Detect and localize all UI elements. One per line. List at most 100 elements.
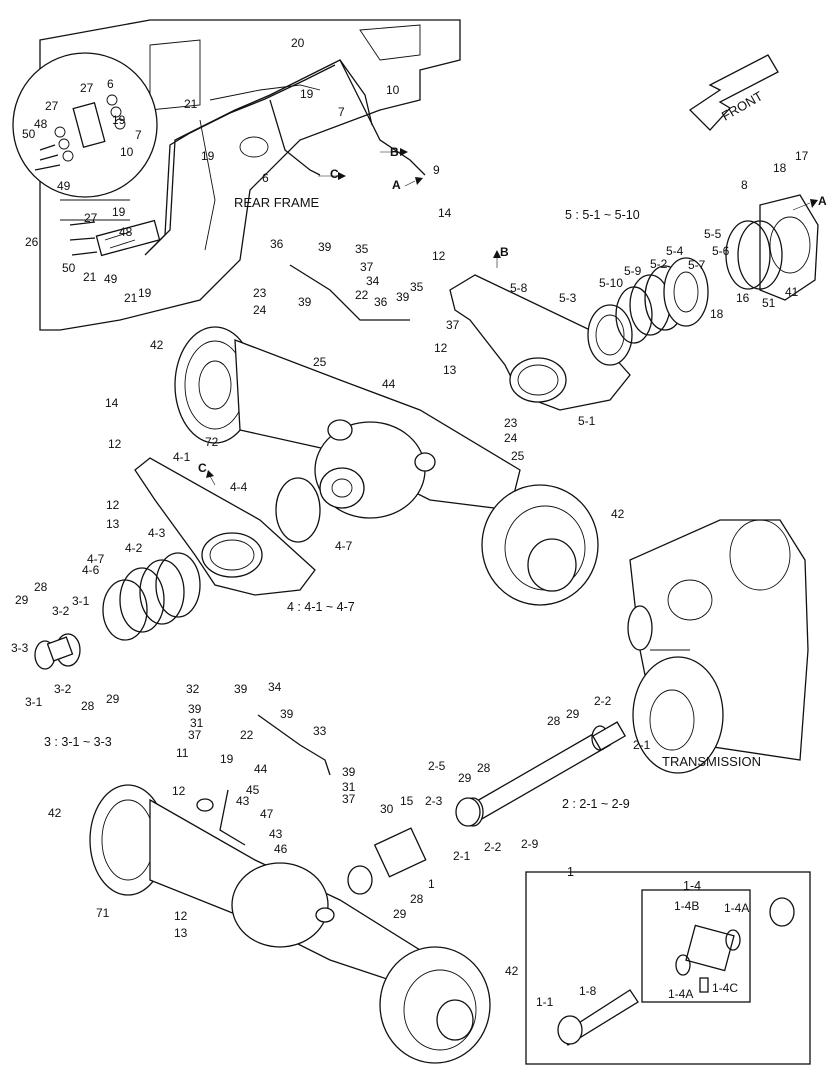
callout-number: 39 [280,707,294,721]
callout-number: 1 [428,877,435,891]
callout-number: 71 [96,906,110,920]
callout-number: 51 [762,296,776,310]
group-1-4-label: 1-4 [683,879,701,893]
callout-number: 5-9 [624,264,642,278]
callout-number: 5-2 [650,257,668,271]
arrow-label-a: A [392,178,401,192]
front-axle [89,784,491,1064]
callout-number: 34 [366,274,380,288]
callout-number: 39 [298,295,312,309]
callout-number: 32 [186,682,200,696]
callout-number: 2-9 [521,837,539,851]
callout-number: 36 [374,295,388,309]
callout-number: 19 [112,205,126,219]
callout-number: 30 [380,802,394,816]
callout-number: 5-4 [666,244,684,258]
callout-number: 24 [253,303,267,317]
callout-number: 2-1 [633,738,651,752]
label-rear-frame: REAR FRAME [234,195,320,210]
callout-number: 39 [342,765,356,779]
callout-number: 4-3 [148,526,166,540]
group-5-label: 5 : 5-1 ~ 5-10 [565,208,640,222]
callout-number: 19 [220,752,234,766]
callout-number: 35 [355,242,369,256]
callout-number: 21 [124,291,138,305]
callout-number: 5-8 [510,281,528,295]
callout-number: 22 [240,728,254,742]
callout-number: 29 [106,692,120,706]
group-1-label: 1 [567,865,574,879]
arrow-label-b: B [390,145,399,159]
universal-joint-3 [34,633,81,670]
callout-number: 5-3 [559,291,577,305]
callout-number: 49 [104,272,118,286]
group-3-label: 3 : 3-1 ~ 3-3 [44,735,112,749]
callout-number: 4-1 [173,450,191,464]
callout-number: 50 [22,127,36,141]
callout-number: 22 [355,288,369,302]
callout-number: 15 [400,794,414,808]
callout-number: 8 [741,178,748,192]
callout-number: 27 [84,211,98,225]
arrow-label-c2: C [198,461,207,475]
callout-number: 42 [611,507,625,521]
callout-number: 42 [150,338,164,352]
callout-number: 29 [15,593,29,607]
callout-number: 18 [710,307,724,321]
callout-number: 31 [342,780,356,794]
callout-number: 14 [438,206,452,220]
callout-number: 19 [138,286,152,300]
callout-number: 5-10 [599,276,623,290]
manifold-block [69,219,161,257]
callout-number: 28 [34,580,48,594]
callout-number: 25 [313,355,327,369]
callout-number: 2-2 [484,840,502,854]
callout-number: 21 [184,97,198,111]
callout-number: 6 [107,77,114,91]
callout-number: 34 [268,680,282,694]
callout-number: 1-4A [724,901,749,915]
seal-4-7-upper [275,477,321,543]
callout-number: 31 [190,716,204,730]
callout-number: 3-3 [11,641,29,655]
hose-inset [12,52,158,198]
callout-number: 29 [566,707,580,721]
callout-number: 1-1 [536,995,554,1009]
callout-number: 33 [313,724,327,738]
callout-number: 14 [105,396,119,410]
callout-number: 27 [80,81,94,95]
callout-number: 1-4B [674,899,699,913]
callout-number: 36 [270,237,284,251]
arrow-label-b2: B [500,245,509,259]
callout-number: 4-6 [82,563,100,577]
callout-number: 39 [188,702,202,716]
callout-number: 1-8 [579,984,597,998]
callout-number: 28 [410,892,424,906]
callout-number: 1-4A [668,987,693,1001]
callout-number: 3-2 [52,604,70,618]
inset-box-1 [525,871,811,1065]
callout-number: 3-2 [54,682,72,696]
trunnion-bracket-rear [449,274,631,411]
callout-number: 39 [318,240,332,254]
callout-number: 29 [458,771,472,785]
callout-number: 5-1 [578,414,596,428]
callout-number: 4-7 [87,552,105,566]
callout-number: 28 [81,699,95,713]
hose-36 [289,264,410,321]
callout-number: 7 [338,105,345,119]
callout-number: 9 [433,163,440,177]
callout-number: 4-4 [230,480,248,494]
callout-number: 35 [410,280,424,294]
callout-number: 5-5 [704,227,722,241]
callout-number: 23 [253,286,267,300]
callout-number: 50 [62,261,76,275]
seal-rings-4 [102,552,201,641]
direction-arrows [206,148,818,486]
callout-number: 37 [188,728,202,742]
hose-33 [257,714,331,776]
callout-number: 7 [135,128,142,142]
callout-number: 28 [477,761,491,775]
callout-number: 12 [432,249,446,263]
rear-axle [174,326,599,606]
